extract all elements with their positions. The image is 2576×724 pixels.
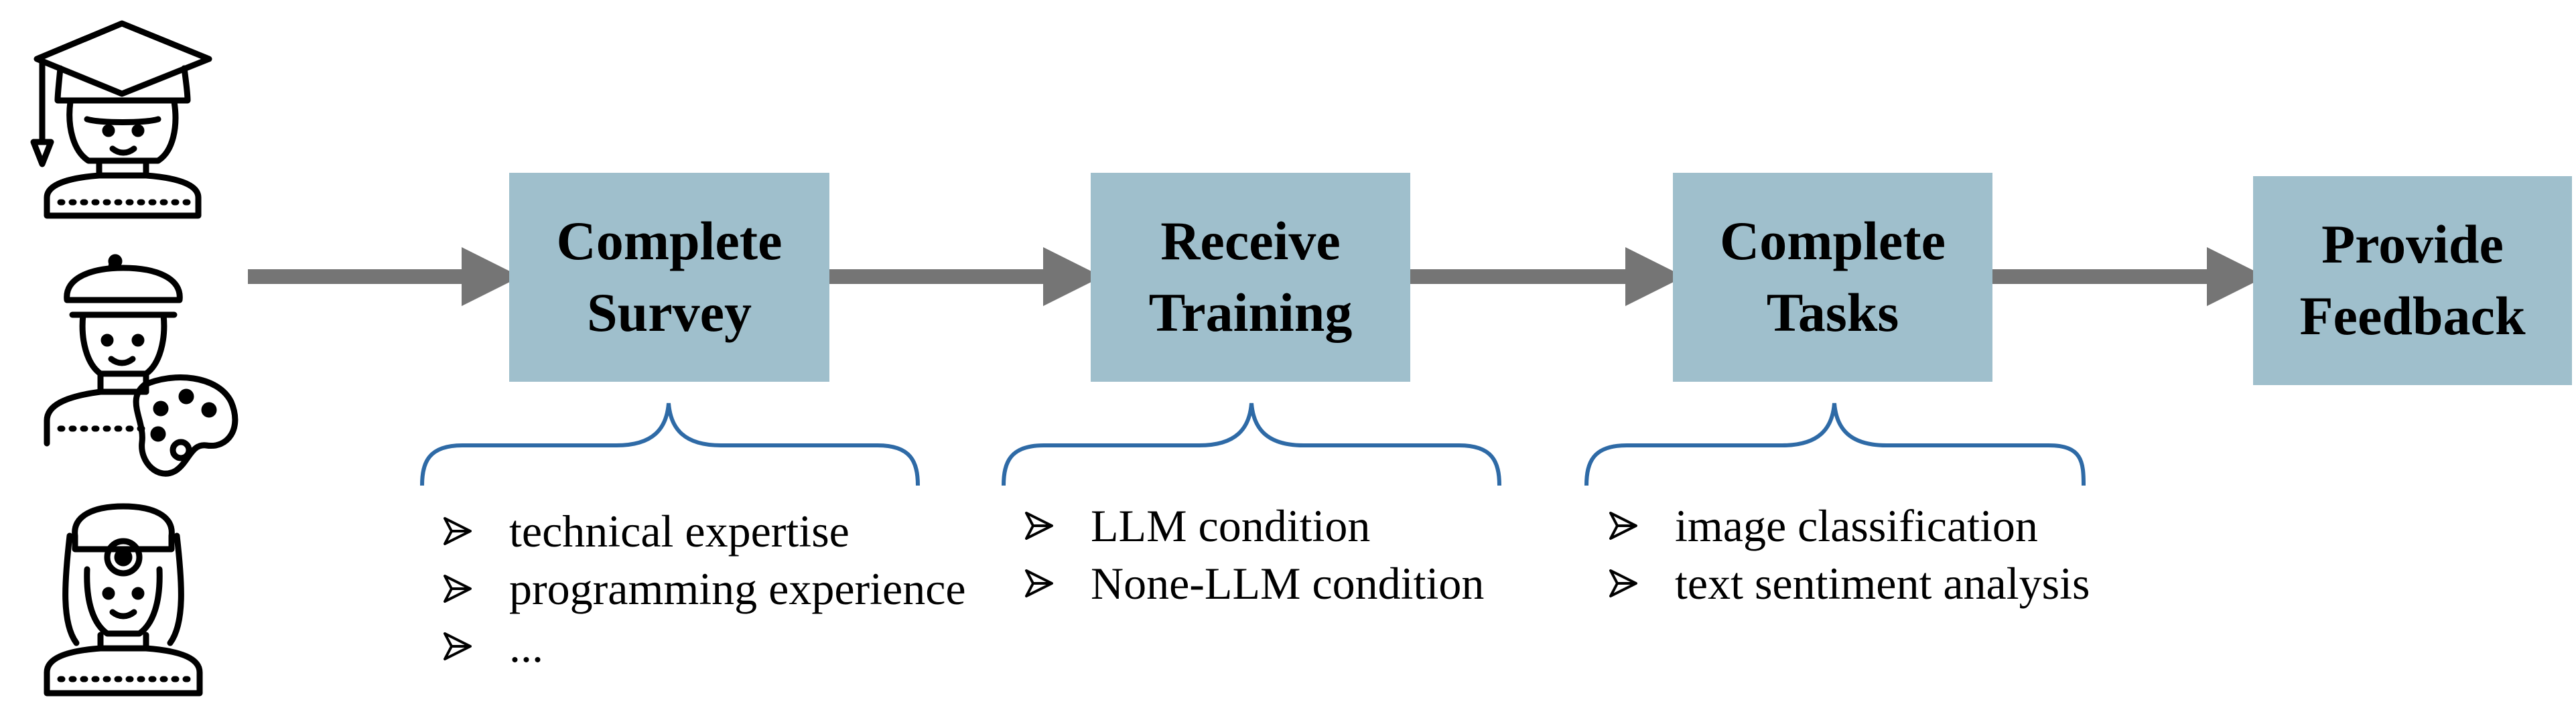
step-label-line2: Tasks	[1766, 282, 1899, 343]
doctor-person-icon	[44, 503, 203, 697]
survey-details-list: technical expertise programming experien…	[442, 502, 966, 675]
list-item: ...	[442, 618, 966, 675]
list-item-text: ...	[509, 620, 543, 672]
brace-tasks	[1584, 403, 2086, 486]
list-item-text: None-LLM condition	[1091, 557, 1485, 609]
bullet-arrow-icon	[1024, 568, 1091, 599]
bullet-arrow-icon	[442, 516, 509, 547]
step-label-line2: Feedback	[2299, 285, 2526, 346]
tasks-details-list: image classification text sentiment anal…	[1608, 497, 2090, 612]
step-label-line1: Provide	[2321, 214, 2504, 275]
graduate-person-icon	[30, 20, 212, 219]
bullet-arrow-icon	[442, 573, 509, 604]
list-item: programming experience	[442, 560, 966, 618]
list-item-text: technical expertise	[509, 505, 850, 557]
step-label-line2: Survey	[586, 282, 752, 343]
bullet-arrow-icon	[1608, 510, 1675, 541]
step-label-line1: Complete	[1719, 210, 1946, 272]
list-item-text: LLM condition	[1091, 500, 1371, 551]
bullet-arrow-icon	[442, 631, 509, 662]
list-item: None-LLM condition	[1024, 555, 1484, 612]
list-item: text sentiment analysis	[1608, 555, 2090, 612]
bullet-arrow-icon	[1024, 510, 1091, 541]
list-item-text: image classification	[1675, 500, 2038, 551]
step-label-line1: Receive	[1160, 210, 1341, 272]
step-label-line1: Complete	[556, 210, 783, 272]
training-details-list: LLM condition None-LLM condition	[1024, 497, 1484, 612]
bullet-arrow-icon	[1608, 568, 1675, 599]
list-item: technical expertise	[442, 502, 966, 560]
list-item-text: programming experience	[509, 563, 966, 614]
list-item: LLM condition	[1024, 497, 1484, 555]
list-item: image classification	[1608, 497, 2090, 555]
list-item-text: text sentiment analysis	[1675, 557, 2090, 609]
brace-training	[1002, 403, 1501, 486]
artist-person-icon	[44, 254, 239, 477]
step-label-line2: Training	[1148, 282, 1353, 343]
brace-survey	[420, 403, 920, 486]
